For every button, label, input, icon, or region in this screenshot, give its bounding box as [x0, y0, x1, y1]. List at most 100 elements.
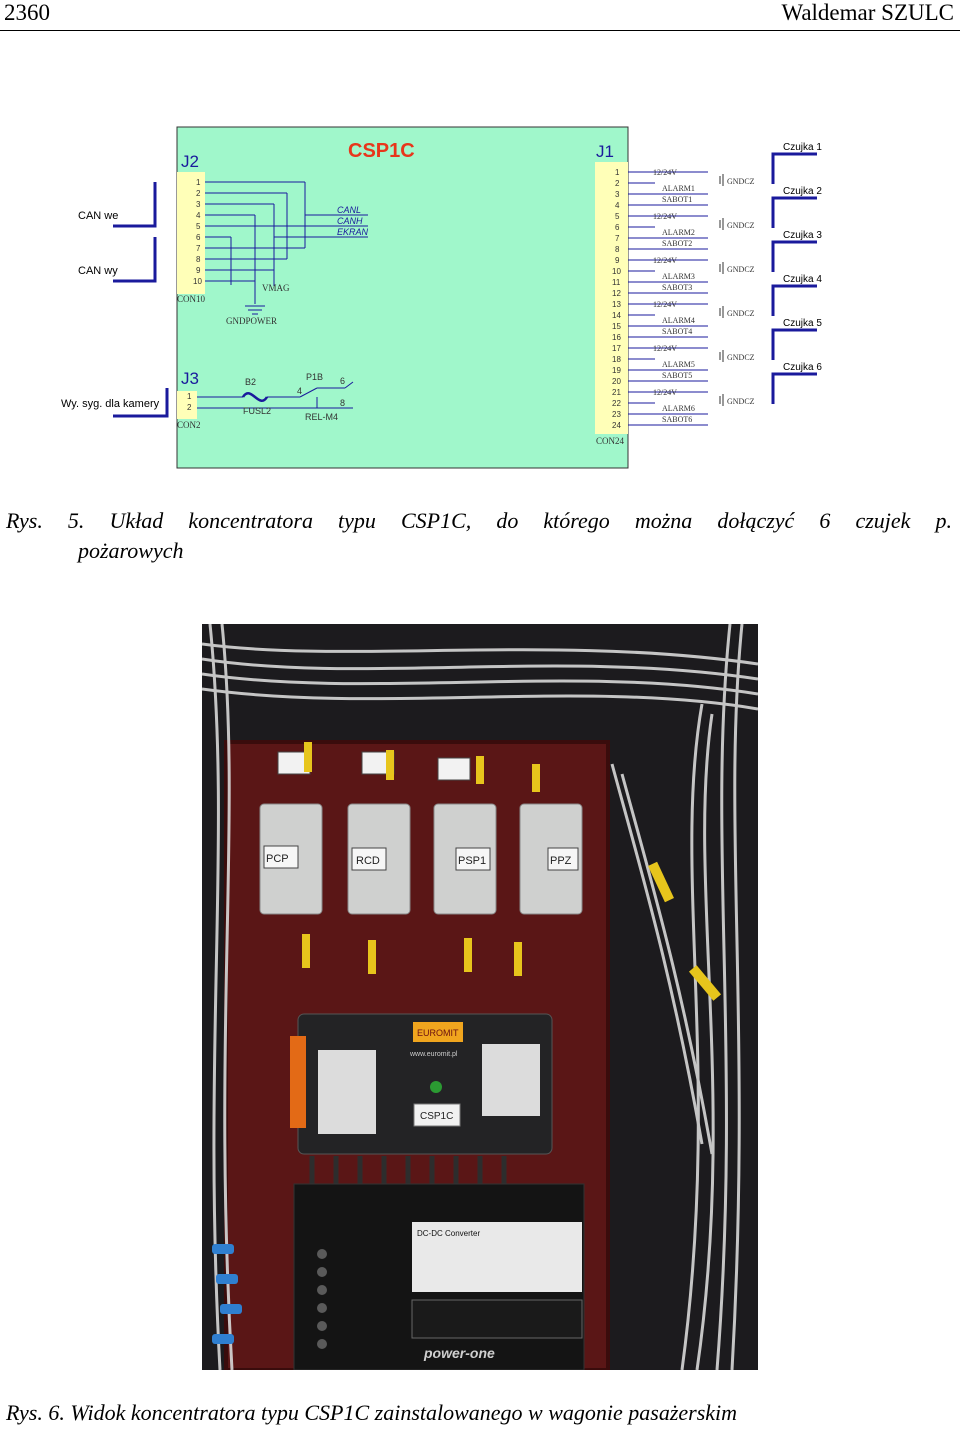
- running-author: Waldemar SZULC: [781, 0, 954, 25]
- sensor-supply-label: 12/24V: [653, 212, 677, 221]
- j3-label: J3: [181, 369, 199, 388]
- relay-label-psp1: PSP1: [458, 855, 486, 867]
- can-in-label: CAN we: [78, 210, 118, 222]
- j1-pin: 23: [612, 410, 621, 419]
- j1-pin: 9: [615, 256, 620, 265]
- pin8-label: 8: [340, 398, 345, 408]
- figure1-caption: Rys. 5. Układ koncentratora typu CSP1C, …: [6, 508, 952, 533]
- j1-pin: 15: [612, 322, 621, 331]
- sensor-supply-label: 12/24V: [653, 344, 677, 353]
- sensor-gnd-label: GNDCZ: [727, 353, 755, 362]
- camera-output-label: Wy. syg. dla kamery: [61, 398, 160, 410]
- j2-pin: 2: [196, 189, 201, 198]
- j1-pin: 6: [615, 223, 620, 232]
- ekran-label: EKRAN: [337, 227, 369, 237]
- j1-pin: 18: [612, 355, 621, 364]
- sensor-name-label: Czujka 1: [783, 142, 822, 153]
- j2-pin: 3: [196, 200, 201, 209]
- j1-pin: 13: [612, 300, 621, 309]
- sensor-sabot-label: SABOT2: [662, 239, 692, 248]
- j2-pin-strip: [177, 172, 205, 294]
- gndpower-label: GNDPOWER: [226, 316, 277, 326]
- sensor-name-label: Czujka 6: [783, 362, 822, 373]
- can-out-label: CAN wy: [78, 265, 118, 277]
- sensor-gnd-label: GNDCZ: [727, 397, 755, 406]
- sensor-gnd-label: GNDCZ: [727, 177, 755, 186]
- j2-pin: 1: [196, 178, 201, 187]
- relay-row: [259, 751, 583, 915]
- j1-pin: 8: [615, 245, 620, 254]
- page-header: 2360 Waldemar SZULC: [0, 0, 960, 31]
- csp1c-circuit-diagram: CSP1C J2 J1 J3 CON10 CON24 CON2 CAN we C…: [61, 126, 822, 469]
- j1-pin: 11: [612, 278, 621, 287]
- module-right-label: [482, 1044, 540, 1116]
- sensor-sabot-label: SABOT5: [662, 371, 692, 380]
- figure1-caption-continued: pożarowych: [78, 538, 184, 563]
- board-area: [176, 126, 629, 469]
- status-led: [430, 1081, 442, 1093]
- sensor-name-label: Czujka 4: [783, 274, 822, 285]
- j3-pin-strip: [177, 391, 197, 419]
- converter-info-panel: [411, 1299, 583, 1339]
- vmag-label: VMAG: [262, 283, 290, 293]
- module-name-plate: [413, 1103, 461, 1127]
- j2-pin: 4: [196, 211, 201, 220]
- sensor-gnd-label: GNDCZ: [727, 309, 755, 318]
- j1-label: J1: [596, 142, 614, 161]
- j2-pin: 10: [193, 277, 202, 286]
- wire-tags: [302, 742, 722, 1001]
- module-brand-badge: [413, 1022, 463, 1042]
- j1-pin-strip: [595, 162, 628, 434]
- j2-pin: 5: [196, 222, 201, 231]
- j2-pin: 9: [196, 266, 201, 275]
- relay-label-rcd: RCD: [356, 855, 380, 867]
- j1-pin: 24: [612, 421, 621, 430]
- j1-pin: 19: [612, 366, 621, 375]
- sensor-supply-label: 12/24V: [653, 256, 677, 265]
- j1-pin: 12: [612, 289, 621, 298]
- j1-pin: 20: [612, 377, 621, 386]
- module-name: CSP1C: [420, 1111, 453, 1122]
- module-brand: EUROMIT: [417, 1028, 459, 1038]
- sensor-supply-label: 12/24V: [653, 168, 677, 177]
- sensor-supply-label: 12/24V: [653, 300, 677, 309]
- relm4-label: REL-M4: [305, 412, 338, 422]
- j2-pin: 8: [196, 255, 201, 264]
- sensor-alarm-label: ALARM6: [662, 404, 695, 413]
- page-number: 2360: [4, 0, 50, 25]
- sensor-name-label: Czujka 2: [783, 186, 822, 197]
- sensor-sabot-label: SABOT3: [662, 283, 692, 292]
- b2-label: B2: [245, 377, 256, 387]
- board-title: CSP1C: [348, 140, 415, 162]
- sensor-gnd-label: GNDCZ: [727, 265, 755, 274]
- figure2-caption: Rys. 6. Widok koncentratora typu CSP1C z…: [6, 1400, 738, 1425]
- j1-pin: 22: [612, 399, 621, 408]
- j1-pin: 16: [612, 333, 621, 342]
- j2-label: J2: [181, 152, 199, 171]
- sensor-name-label: Czujka 3: [783, 230, 822, 241]
- con24-label: CON24: [596, 436, 625, 446]
- converter-terminals: [317, 1249, 327, 1349]
- relay-labels: PCP RCD PSP1 PPZ: [266, 853, 572, 867]
- sensor-alarm-label: ALARM2: [662, 228, 695, 237]
- sensor-supply-label: 12/24V: [653, 388, 677, 397]
- installation-photo: PCP RCD PSP1 PPZ EUROMIT www.euromit.pl …: [202, 624, 758, 1370]
- photo-illustration: PCP RCD PSP1 PPZ EUROMIT www.euromit.pl …: [202, 624, 758, 1370]
- sensor-alarm-label: ALARM4: [662, 316, 695, 325]
- cable-bundle: [202, 624, 758, 1370]
- j2-pin: 7: [196, 244, 201, 253]
- con2-label: CON2: [177, 420, 201, 430]
- sensor-gnd-label: GNDCZ: [727, 221, 755, 230]
- heatsink: [309, 1156, 507, 1184]
- j1-pin: 3: [615, 190, 620, 199]
- sensor-alarm-label: ALARM3: [662, 272, 695, 281]
- left-brackets: [113, 182, 169, 418]
- sensor-sabot-label: SABOT1: [662, 195, 692, 204]
- j3-pin: 1: [187, 392, 192, 401]
